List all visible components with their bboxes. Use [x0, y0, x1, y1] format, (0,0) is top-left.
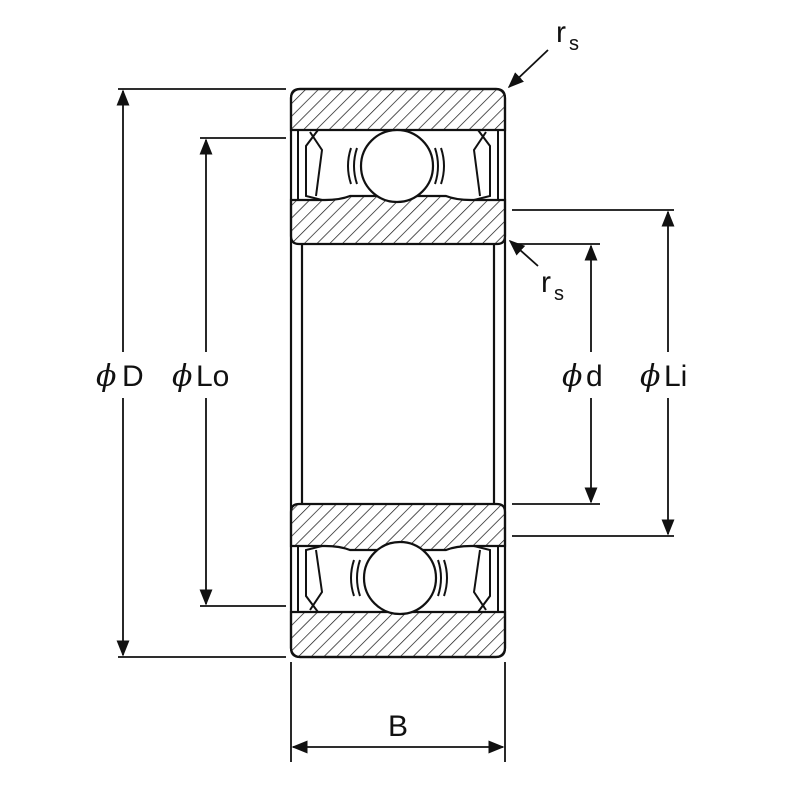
label-d: ϕ d	[562, 359, 603, 394]
cage-bottom	[350, 559, 448, 597]
label-r-text: r	[541, 266, 551, 299]
label-D-text: D	[122, 360, 144, 393]
shield-left-top-lip	[309, 131, 324, 197]
label-B: B	[388, 710, 408, 743]
inner-ring-top	[289, 194, 507, 246]
shield-right-top-lip	[472, 131, 487, 197]
phi-symbol: ϕ	[172, 359, 192, 394]
shield-right-bottom	[473, 545, 499, 613]
label-Li-text: Li	[664, 360, 687, 393]
label-Lo: ϕ Lo	[172, 359, 229, 394]
label-B-text: B	[388, 710, 408, 743]
leader-rs-bore	[508, 239, 539, 267]
label-Li: ϕ Li	[640, 359, 687, 394]
shield-right-top	[473, 129, 499, 201]
label-D: ϕ D	[96, 359, 144, 394]
phi-symbol: ϕ	[640, 359, 660, 394]
phi-symbol: ϕ	[96, 359, 116, 394]
ball-bottom	[362, 540, 438, 616]
shield-left-top	[297, 129, 323, 201]
label-r-text: r	[556, 16, 566, 49]
phi-symbol: ϕ	[562, 359, 582, 394]
ball-top	[359, 128, 435, 204]
shields-bottom	[297, 545, 499, 613]
label-s-text: s	[554, 283, 564, 305]
label-rs-top: r s	[556, 16, 579, 55]
inner-ring-bottom	[289, 502, 507, 552]
label-Lo-text: Lo	[196, 360, 229, 393]
shields-top	[297, 129, 499, 201]
dimension-lines	[116, 49, 675, 762]
cage-top	[347, 147, 445, 185]
outer-ring-top	[289, 87, 507, 132]
leader-rs-top	[507, 49, 549, 89]
label-rs-bore: r s	[541, 266, 564, 305]
label-d-text: d	[586, 360, 603, 393]
shield-right-bottom-lip	[472, 549, 487, 611]
shield-left-bottom	[297, 545, 323, 613]
outer-ring-bottom	[289, 610, 507, 659]
label-s-text: s	[569, 33, 579, 55]
shield-left-bottom-lip	[309, 549, 324, 611]
